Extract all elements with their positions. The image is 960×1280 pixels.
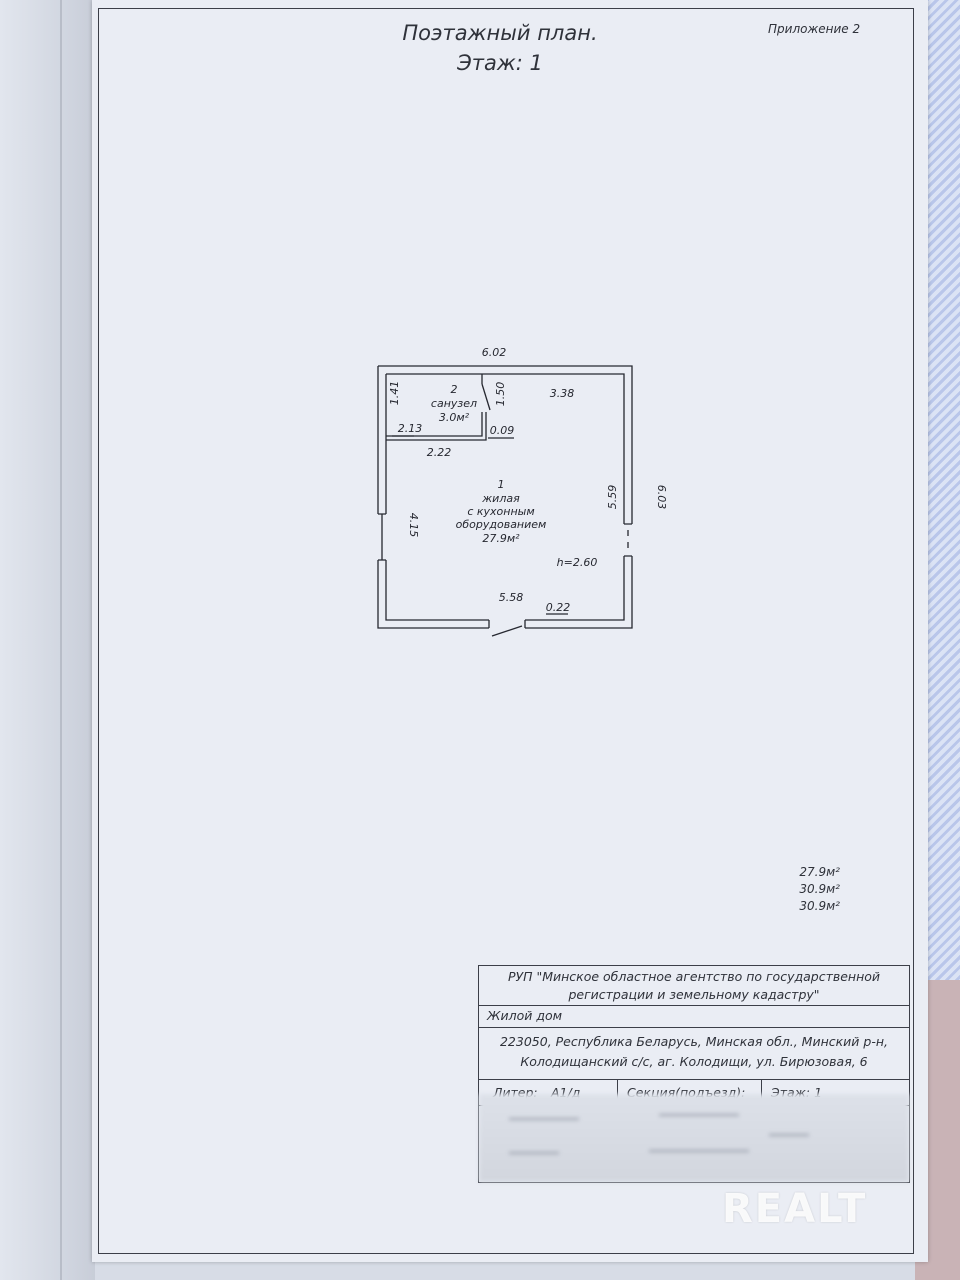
drawing-frame	[98, 8, 914, 1254]
window-left	[378, 513, 386, 561]
redacted-area	[479, 1094, 909, 1182]
dim-559: 5.59	[606, 485, 619, 510]
room-1-name-3: оборудованием	[456, 518, 547, 531]
ceiling-height: h=2.60	[557, 556, 598, 569]
wall-top-right	[378, 365, 633, 524]
room-2-number: 2	[451, 383, 458, 396]
room-2-area: 3.0м²	[439, 411, 470, 424]
room-2-name: санузел	[431, 397, 477, 410]
floor-plan-sheet: Поэтажный план. Этаж: 1 Приложение 2	[92, 0, 928, 1262]
dim-150: 1.50	[494, 382, 507, 407]
wall-bottom-left-inner	[385, 560, 489, 621]
area-totals: 27.9м² 30.9м² 30.9м²	[792, 864, 840, 915]
meta-separator-2	[761, 1080, 762, 1106]
dim-558: 5.58	[499, 591, 524, 604]
dim-213: 2.13	[398, 422, 423, 435]
stamp-object: Жилой дом	[479, 1006, 909, 1028]
wall-right-bottom	[525, 556, 633, 629]
bathroom-partition	[386, 412, 483, 437]
dim-222: 2.22	[427, 446, 452, 459]
title-line-1: Поэтажный план.	[402, 21, 598, 45]
room-1-name-1: жилая	[481, 492, 520, 505]
title-block-stamp: РУП "Минское областное агентство по госу…	[478, 965, 910, 1183]
dim-top: 6.02	[482, 346, 507, 359]
total-living-area: 27.9м²	[799, 865, 840, 879]
title-line-2: Этаж: 1	[457, 51, 543, 75]
entrance-door	[488, 620, 526, 637]
wall-bottom-left	[377, 560, 489, 629]
realt-watermark-logo: REALT	[722, 1186, 868, 1232]
dim-415: 4.15	[407, 513, 420, 538]
redacted-mark	[509, 1152, 559, 1154]
stamp-organization: РУП "Минское областное агентство по госу…	[479, 966, 909, 1006]
wall-top-right-inner	[386, 373, 625, 524]
walls	[377, 365, 633, 637]
meta-separator-1	[617, 1080, 618, 1106]
dim-right: 6.03	[655, 485, 668, 510]
dim-009: 0.09	[490, 424, 515, 437]
bathroom-door	[481, 383, 491, 411]
appendix-label: Приложение 2	[768, 22, 861, 36]
redacted-mark	[659, 1114, 739, 1116]
redacted-mark	[649, 1150, 749, 1152]
floor-plan-drawing: 6.02 6.03 1.41 1.50 3.38 2 санузел 3.0м²…	[377, 346, 668, 637]
stamp-address: 223050, Республика Беларусь, Минская обл…	[479, 1028, 909, 1080]
folder-crease	[60, 0, 62, 1280]
window-right	[624, 523, 632, 557]
redacted-mark	[509, 1118, 579, 1120]
room-1-area: 27.9м²	[482, 532, 520, 545]
org-line-1: РУП "Минское областное агентство по госу…	[507, 969, 881, 984]
addr-line-1: 223050, Республика Беларусь, Минская обл…	[499, 1034, 888, 1049]
dim-141: 1.41	[388, 381, 401, 406]
wall-right-bottom-inner	[525, 556, 625, 621]
room-1-number: 1	[498, 478, 505, 491]
dim-022: 0.22	[546, 601, 571, 614]
total-area: 30.9м²	[799, 882, 840, 896]
document-title: Поэтажный план. Этаж: 1	[392, 18, 608, 78]
room-1-name-2: с кухонным	[467, 505, 534, 518]
bathroom-partition-inner	[386, 412, 487, 441]
dim-338: 3.38	[550, 387, 575, 400]
folder-cover-left	[0, 0, 95, 1280]
redacted-mark	[769, 1134, 809, 1136]
total-area-full: 30.9м²	[799, 899, 840, 913]
addr-line-2: Колодищанский с/с, аг. Колодищи, ул. Бир…	[520, 1054, 868, 1069]
org-line-2: регистрации и земельному кадастру"	[568, 987, 820, 1002]
